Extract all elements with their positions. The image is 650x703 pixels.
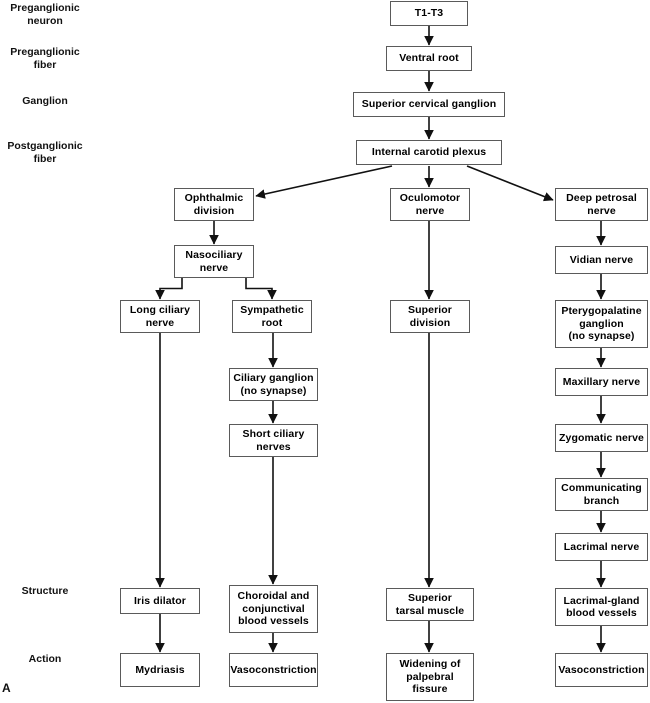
node-ventral-root: Ventral root <box>386 46 472 71</box>
node-iris-dilator: Iris dilator <box>120 588 200 614</box>
node-lacrimal-gland-blood-vessels: Lacrimal-gland blood vessels <box>555 588 648 626</box>
row-label-structure: Structure <box>21 585 69 597</box>
panel-letter: A <box>2 681 11 695</box>
node-vidian-nerve: Vidian nerve <box>555 246 648 274</box>
connector-icp-to-deep-petrosal <box>466 165 554 202</box>
node-sympathetic-root: Sympathetic root <box>232 300 312 333</box>
node-mydriasis: Mydriasis <box>120 653 200 687</box>
row-label-postganglionic-fiber: Postganglionic fiber <box>7 140 83 165</box>
node-superior-cervical-ganglion: Superior cervical ganglion <box>353 92 505 117</box>
connector-nasociliary-split-left <box>155 278 183 300</box>
node-maxillary-nerve: Maxillary nerve <box>555 368 648 396</box>
node-communicating-branch: Communicating branch <box>555 478 648 511</box>
connector-group <box>155 26 606 653</box>
node-t1-t3: T1-T3 <box>390 1 468 26</box>
row-label-preganglionic-fiber: Preganglionic fiber <box>10 46 80 71</box>
node-superior-tarsal-muscle: Superior tarsal muscle <box>386 588 474 621</box>
node-choroidal-conjunctival-blood-vessels: Choroidal and conjunctival blood vessels <box>229 585 318 633</box>
node-long-ciliary-nerve: Long ciliary nerve <box>120 300 200 333</box>
row-label-ganglion: Ganglion <box>22 95 68 107</box>
node-internal-carotid-plexus: Internal carotid plexus <box>356 140 502 165</box>
node-oculomotor-nerve: Oculomotor nerve <box>390 188 470 221</box>
node-vasoconstriction-ciliary: Vasoconstriction <box>229 653 318 687</box>
row-label-action: Action <box>28 653 62 665</box>
node-nasociliary-nerve: Nasociliary nerve <box>174 245 254 278</box>
node-vasoconstriction-lacrimal: Vasoconstriction <box>555 653 648 687</box>
connector-icp-to-ophthalmic <box>255 165 393 199</box>
node-ophthalmic-division: Ophthalmic division <box>174 188 254 221</box>
node-superior-division: Superior division <box>390 300 470 333</box>
node-deep-petrosal-nerve: Deep petrosal nerve <box>555 188 648 221</box>
node-ciliary-ganglion: Ciliary ganglion (no synapse) <box>229 368 318 401</box>
node-pterygopalatine-ganglion: Pterygopalatine ganglion (no synapse) <box>555 300 648 348</box>
connector-nasociliary-split-right <box>245 278 277 300</box>
node-short-ciliary-nerves: Short ciliary nerves <box>229 424 318 457</box>
row-label-preganglionic-neuron: Preganglionic neuron <box>10 2 80 27</box>
node-widening-palpebral-fissure: Widening of palpebral fissure <box>386 653 474 701</box>
node-lacrimal-nerve: Lacrimal nerve <box>555 533 648 561</box>
node-zygomatic-nerve: Zygomatic nerve <box>555 424 648 452</box>
